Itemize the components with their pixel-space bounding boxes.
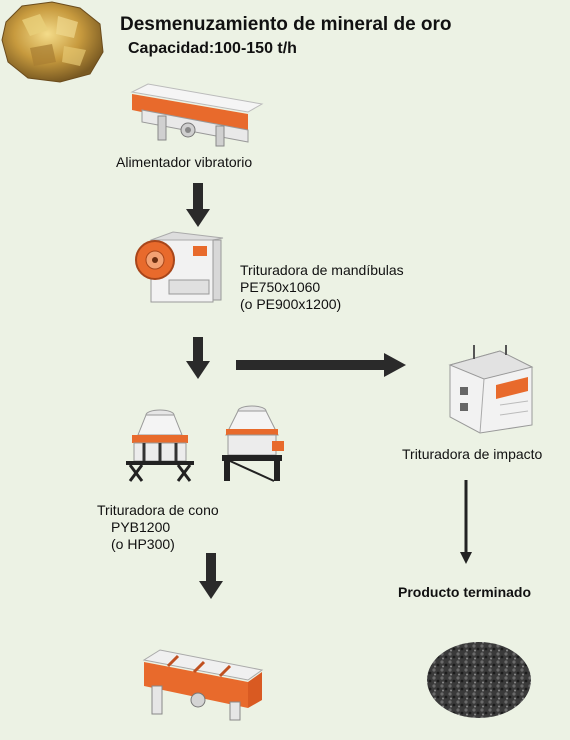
cone-label-1: Trituradora de cono [97,502,219,518]
impact-crusher-icon [448,345,534,434]
feeder-label: Alimentador vibratorio [116,154,253,170]
impact-label: Trituradora de impacto [402,446,543,462]
diagram-title: Desmenuzamiento de mineral de oro [120,14,452,35]
arrow-cone-to-screen [199,553,223,599]
vibrating-screen-icon [142,649,264,721]
cone-label-3: (o HP300) [111,536,175,552]
product-label: Producto terminado [398,584,532,600]
gravel-pile-icon [427,642,531,718]
jaw-label-1: Trituradora de mandíbulas [240,262,404,278]
arrow-jaw-to-impact [236,353,406,377]
jaw-label-2: PE750x1060 [240,279,321,295]
arrow-impact-to-product [460,480,472,564]
arrow-feeder-to-jaw [186,183,210,227]
capacity-label: Capacidad:100-150 t/h [128,40,297,57]
cone-crusher-icon [126,405,284,482]
vibrating-feeder-icon [130,83,264,147]
jaw-label-3: (o PE900x1200) [240,296,342,312]
gold-ore-icon [1,1,104,83]
cone-label-2: PYB1200 [111,519,171,535]
arrow-jaw-to-cone [186,337,210,379]
jaw-crusher-icon [135,231,224,303]
